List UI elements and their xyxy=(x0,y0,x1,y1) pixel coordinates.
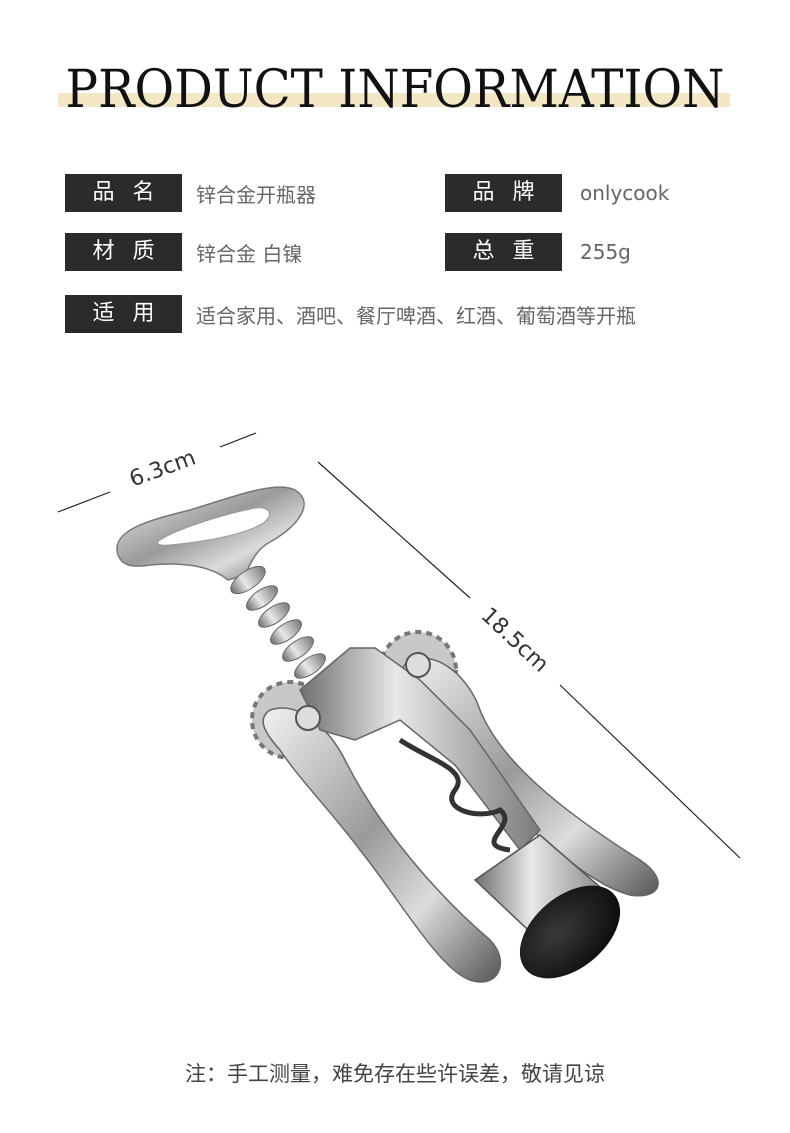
spec-label: 品名 xyxy=(65,174,182,212)
title-block: PRODUCT INFORMATION xyxy=(0,55,790,125)
spec-label: 品牌 xyxy=(445,174,562,212)
spec-value: 255g xyxy=(580,240,631,264)
page-title: PRODUCT INFORMATION xyxy=(65,60,725,120)
spec-value: 锌合金 白镍 xyxy=(196,241,303,266)
spec-name: 品名 锌合金开瓶器 xyxy=(65,174,316,212)
spec-value: 适合家用、酒吧、餐厅啤酒、红酒、葡萄酒等开瓶 xyxy=(196,303,636,328)
length-label: 18.5cm xyxy=(476,603,553,678)
spec-material: 材质 锌合金 白镍 xyxy=(65,233,302,271)
spec-value: 锌合金开瓶器 xyxy=(196,182,316,207)
spec-weight: 总重 255g xyxy=(445,233,631,271)
footnote: 注：手工测量，难免存在些许误差，敬请见谅 xyxy=(185,1062,605,1086)
spec-value: onlycook xyxy=(580,181,670,205)
spec-label: 适用 xyxy=(65,295,182,333)
spec-brand: 品牌 onlycook xyxy=(445,174,669,212)
spec-label: 材质 xyxy=(65,233,182,271)
product-image-area: 6.3cm 18.5cm xyxy=(0,380,790,1020)
title-highlight xyxy=(58,93,730,107)
width-label: 6.3cm xyxy=(126,445,199,492)
wing-corkscrew-icon: 6.3cm 18.5cm xyxy=(57,432,741,983)
spec-usage: 适用 适合家用、酒吧、餐厅啤酒、红酒、葡萄酒等开瓶 xyxy=(65,295,636,333)
spec-label: 总重 xyxy=(445,233,562,271)
